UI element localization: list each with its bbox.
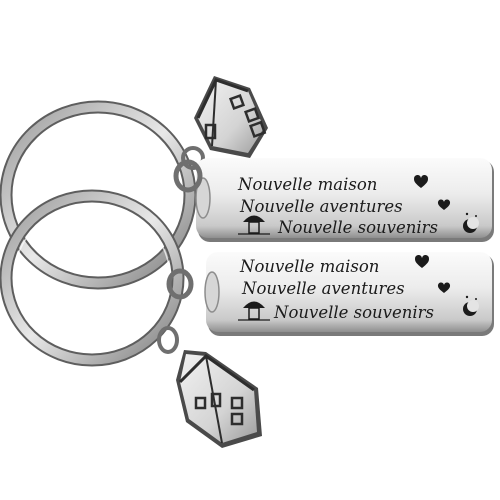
heart-icon	[437, 199, 451, 210]
house-charm-bottom	[157, 326, 262, 448]
key-ring-front	[0, 189, 185, 367]
house-charm-top	[181, 76, 268, 170]
tag-back-line-1: Nouvelle maison	[237, 175, 377, 194]
mushroom-house-icon	[238, 215, 270, 235]
tag-back-line-3: Nouvelle souvenirs	[277, 218, 438, 237]
split-ring-front	[166, 268, 194, 300]
tag-front-line-3: Nouvelle souvenirs	[273, 303, 434, 322]
mushroom-house-icon	[238, 301, 270, 321]
heart-icon	[437, 282, 451, 293]
engraved-tag-back: Nouvelle maison Nouvelle aventures Nouve…	[195, 158, 494, 242]
heart-icon	[413, 174, 429, 188]
engraved-tag-front: Nouvelle maison Nouvelle aventures Nouve…	[204, 252, 494, 336]
tag-front-line-2: Nouvelle aventures	[241, 279, 405, 298]
heart-icon	[414, 254, 430, 268]
tag-back-line-2: Nouvelle aventures	[239, 197, 403, 216]
moon-icon	[463, 295, 479, 316]
moon-icon	[463, 212, 479, 233]
key-ring-back	[0, 100, 197, 290]
tag-front-line-1: Nouvelle maison	[239, 257, 379, 276]
split-ring-back	[173, 159, 203, 193]
